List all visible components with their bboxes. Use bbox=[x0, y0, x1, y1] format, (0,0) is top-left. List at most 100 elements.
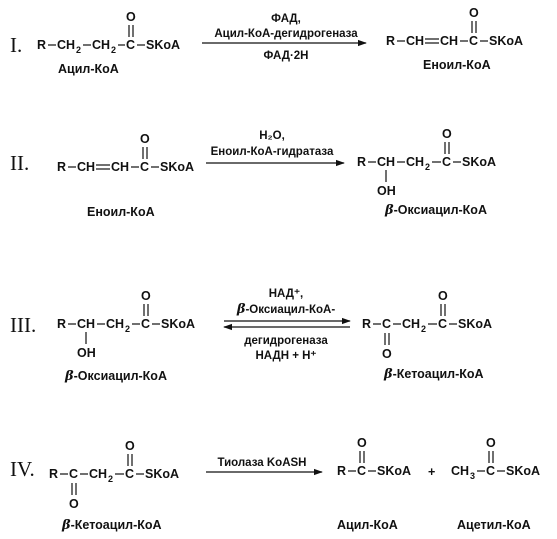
enzyme-label: Еноил-КоА-гидратаза bbox=[211, 146, 334, 158]
subscript-2: 2 bbox=[76, 45, 81, 55]
skoa-group: SKoA bbox=[161, 317, 195, 331]
byproduct-label: ФАД·2Н bbox=[264, 50, 309, 62]
ch2-group: CH bbox=[57, 38, 75, 52]
step-4-product-acyl-coa: R C O SKoA Ацил-КоА bbox=[337, 436, 411, 532]
keto-oxygen: O bbox=[69, 497, 79, 511]
subscript-2: 2 bbox=[421, 324, 426, 334]
carbonyl-carbon: C bbox=[486, 464, 495, 478]
step-2: II. R CH CH C O SKoA Еноил-КоА H₂O, Енои… bbox=[10, 127, 496, 219]
ch-group: CH bbox=[77, 317, 95, 331]
carbonyl-carbon: C bbox=[442, 155, 451, 169]
step-4: IV. R C O CH 2 C O SKoA β-Кетоацил-КоА Т… bbox=[10, 436, 540, 533]
skoa-group: SKoA bbox=[377, 464, 411, 478]
carbonyl-carbon: C bbox=[438, 317, 447, 331]
ch-group: CH bbox=[111, 160, 129, 174]
carbonyl-oxygen: O bbox=[438, 289, 448, 303]
enzyme-label-line-2: дегидрогеназа bbox=[244, 335, 328, 347]
compound-name: Ацетил-КоА bbox=[457, 518, 531, 532]
enzyme-label: Тиолаза KoASH bbox=[217, 457, 306, 469]
r-group: R bbox=[357, 155, 366, 169]
step-4-product-acetyl-coa: CH 3 C O SKoA Ацетил-КоА bbox=[451, 436, 540, 532]
step-4-reaction-arrow: Тиолаза KoASH bbox=[206, 457, 323, 476]
ch-group: CH bbox=[406, 34, 424, 48]
r-group: R bbox=[386, 34, 395, 48]
skoa-group: SKoA bbox=[458, 317, 492, 331]
byproduct-label: НАДН + Н⁺ bbox=[255, 350, 316, 362]
carbonyl-carbon: C bbox=[126, 38, 135, 52]
ch3-group: CH bbox=[451, 464, 469, 478]
carbonyl-oxygen: O bbox=[125, 439, 135, 453]
carbonyl-oxygen: O bbox=[140, 132, 150, 146]
skoa-group: SKoA bbox=[506, 464, 540, 478]
carbonyl-oxygen: O bbox=[486, 436, 496, 450]
carbonyl-carbon: C bbox=[469, 34, 478, 48]
step-3-reaction-arrows: НАД⁺, β-Оксиацил-КоА- дегидрогеназа НАДН… bbox=[223, 288, 351, 362]
ch2-group: CH bbox=[402, 317, 420, 331]
hydroxyl-group: OH bbox=[377, 184, 396, 198]
subscript-2: 2 bbox=[108, 474, 113, 484]
step-2-product-hydroxyacyl-coa: R CH OH CH 2 C O SKoA β-Оксиацил-КоА bbox=[357, 127, 496, 218]
step-1-numeral: I. bbox=[10, 33, 22, 57]
enzyme-label-line-1: β-Оксиацил-КоА- bbox=[236, 302, 336, 317]
ch-group: CH bbox=[377, 155, 395, 169]
compound-name: Ацил-КоА bbox=[337, 518, 398, 532]
carbonyl-oxygen: O bbox=[126, 10, 136, 24]
step-2-reaction-arrow: H₂O, Еноил-КоА-гидратаза bbox=[206, 130, 345, 167]
step-3-product-ketoacyl-coa: R C O CH 2 C O SKoA β-Кетоацил-КоА bbox=[362, 289, 492, 382]
step-4-numeral: IV. bbox=[10, 457, 35, 481]
ch-group: CH bbox=[77, 160, 95, 174]
compound-name: β-Оксиацил-КоА bbox=[384, 203, 487, 218]
ch2-group: CH bbox=[92, 38, 110, 52]
subscript-3: 3 bbox=[470, 471, 475, 481]
carbonyl-carbon: C bbox=[125, 467, 134, 481]
subscript-2: 2 bbox=[425, 162, 430, 172]
hydroxyl-group: OH bbox=[77, 346, 96, 360]
reagent-label: H₂O, bbox=[259, 130, 285, 142]
step-3-substrate-hydroxyacyl-coa: R CH OH CH 2 C O SKoA β-Оксиацил-КоА bbox=[57, 289, 195, 384]
carbonyl-oxygen: O bbox=[141, 289, 151, 303]
ch-group: CH bbox=[440, 34, 458, 48]
subscript-2: 2 bbox=[111, 45, 116, 55]
ch2-group: CH bbox=[406, 155, 424, 169]
compound-name: Ацил-КоА bbox=[58, 62, 119, 76]
r-group: R bbox=[49, 467, 58, 481]
compound-name: Еноил-КоА bbox=[87, 205, 155, 219]
carbonyl-carbon: C bbox=[357, 464, 366, 478]
subscript-2: 2 bbox=[125, 324, 130, 334]
r-group: R bbox=[57, 317, 66, 331]
keto-carbon: C bbox=[69, 467, 78, 481]
skoa-group: SKoA bbox=[146, 38, 180, 52]
ch2-group: CH bbox=[106, 317, 124, 331]
carbonyl-carbon: C bbox=[140, 160, 149, 174]
step-1-reaction-arrow: ФАД, Ацил-КоА-дегидрогеназа ФАД·2Н bbox=[202, 13, 367, 62]
ch2-group: CH bbox=[89, 467, 107, 481]
compound-name: β-Кетоацил-КоА bbox=[383, 367, 484, 382]
step-3: III. R CH OH CH 2 C O SKoA β-Оксиацил-Ко… bbox=[10, 288, 492, 384]
cofactor-label: ФАД, bbox=[271, 13, 301, 25]
r-group: R bbox=[57, 160, 66, 174]
step-3-numeral: III. bbox=[10, 313, 36, 337]
r-group: R bbox=[362, 317, 371, 331]
keto-oxygen: O bbox=[382, 347, 392, 361]
step-1-substrate-acyl-coa: R CH 2 CH 2 C O SKoA Ацил-КоА bbox=[37, 10, 180, 76]
skoa-group: SKoA bbox=[160, 160, 194, 174]
compound-name: β-Оксиацил-КоА bbox=[64, 369, 167, 384]
cofactor-label: НАД⁺, bbox=[269, 288, 304, 300]
r-group: R bbox=[337, 464, 346, 478]
step-4-substrate-ketoacyl-coa: R C O CH 2 C O SKoA β-Кетоацил-КоА bbox=[49, 439, 179, 533]
skoa-group: SKoA bbox=[145, 467, 179, 481]
carbonyl-oxygen: O bbox=[469, 6, 479, 20]
skoa-group: SKoA bbox=[462, 155, 496, 169]
plus-sign: + bbox=[428, 465, 435, 479]
keto-carbon: C bbox=[382, 317, 391, 331]
step-1: I. R CH 2 CH 2 C O SKoA Ацил-КоА ФАД, Ац… bbox=[10, 6, 523, 76]
r-group: R bbox=[37, 38, 46, 52]
skoa-group: SKoA bbox=[489, 34, 523, 48]
step-2-substrate-enoyl-coa: R CH CH C O SKoA Еноил-КоА bbox=[57, 132, 194, 219]
step-2-numeral: II. bbox=[10, 151, 29, 175]
compound-name: Еноил-КоА bbox=[423, 58, 491, 72]
carbonyl-carbon: C bbox=[141, 317, 150, 331]
carbonyl-oxygen: O bbox=[442, 127, 452, 141]
carbonyl-oxygen: O bbox=[357, 436, 367, 450]
